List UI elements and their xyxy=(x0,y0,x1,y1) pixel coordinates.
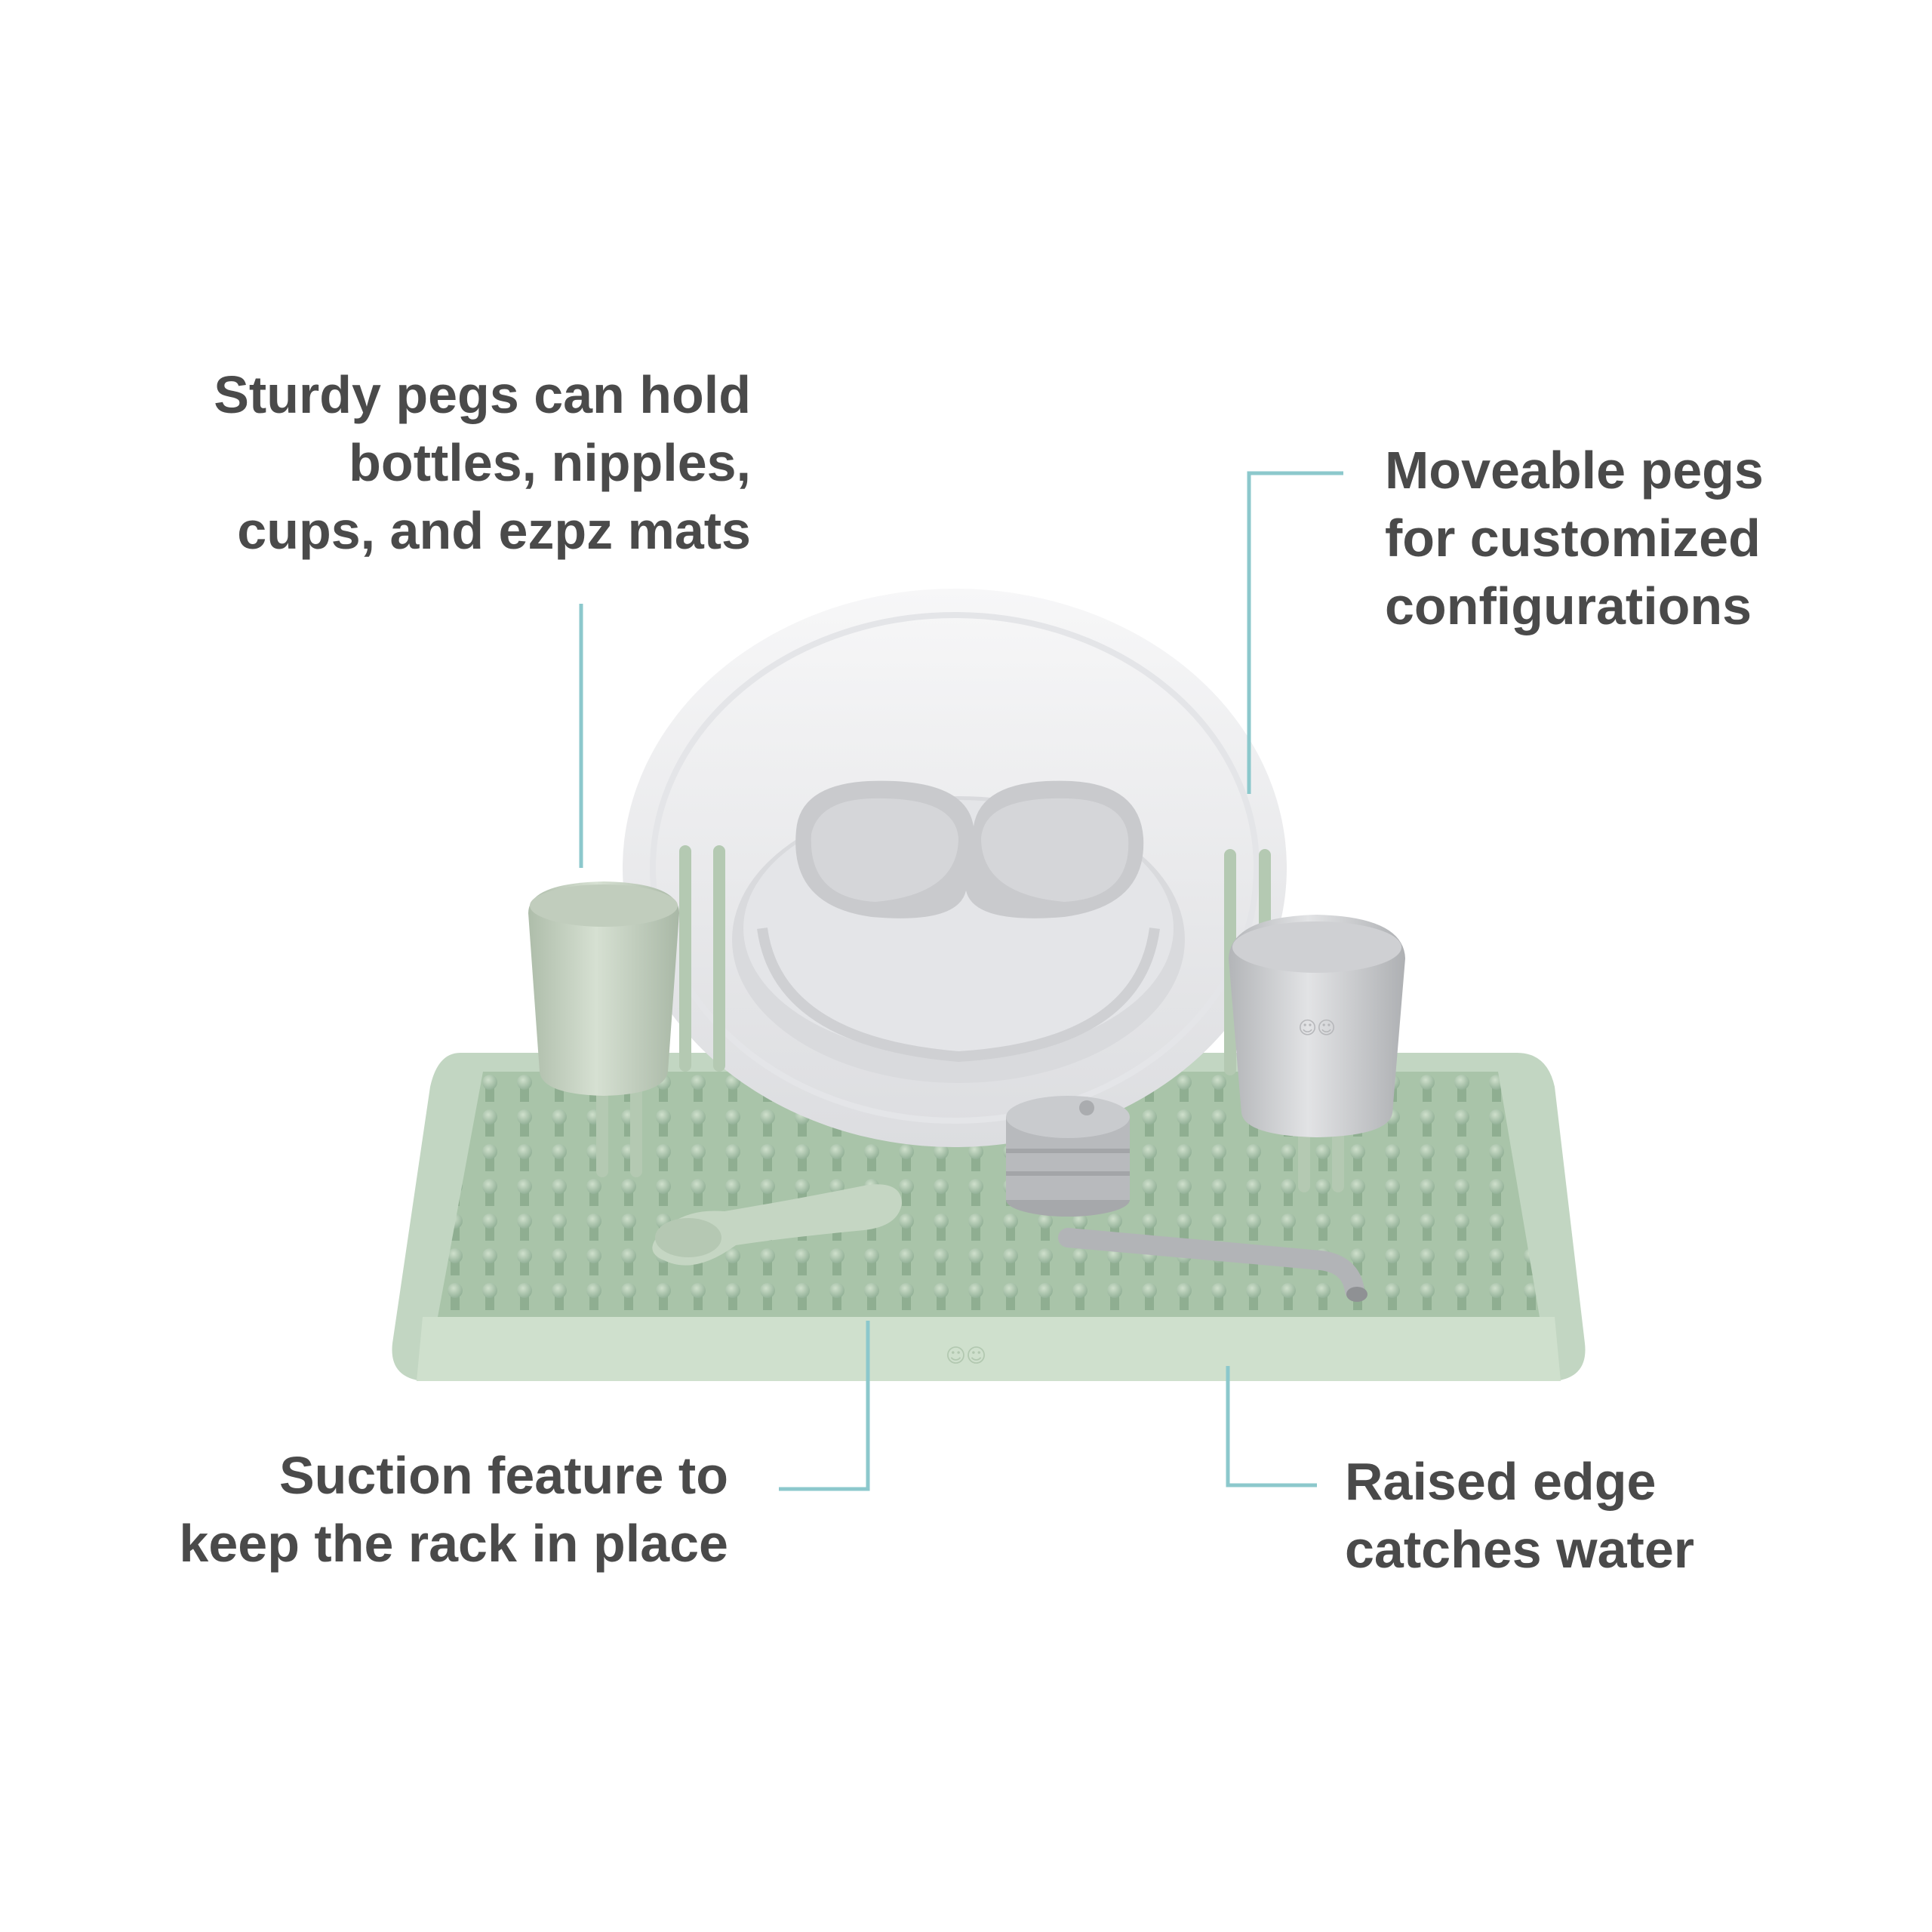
callout-line-raised-edge xyxy=(1226,1366,1317,1487)
callout-text-line: configurations xyxy=(1385,577,1752,635)
callout-moveable-pegs: Moveable pegs for customized configurati… xyxy=(1385,436,1764,640)
callout-text-line: Moveable pegs xyxy=(1385,441,1764,500)
brand-mark: ☺☺ xyxy=(946,1345,986,1367)
callout-text-line: Raised edge xyxy=(1345,1452,1657,1511)
callout-line-moveable-pegs xyxy=(1247,471,1343,794)
callout-text-line: Sturdy pegs can hold xyxy=(214,365,751,424)
svg-text:☺☺: ☺☺ xyxy=(1298,1017,1336,1038)
callout-suction: Suction feature to keep the rack in plac… xyxy=(179,1441,728,1577)
callout-text-line: keep the rack in place xyxy=(179,1514,728,1573)
callout-text-line: cups, and ezpz mats xyxy=(237,501,751,560)
callout-text-line: for customized xyxy=(1385,509,1761,568)
callout-raised-edge: Raised edge catches water xyxy=(1345,1447,1694,1583)
callout-text-line: bottles, nipples, xyxy=(349,433,751,492)
callout-text-line: catches water xyxy=(1345,1520,1695,1579)
callout-sturdy-pegs: Sturdy pegs can hold bottles, nipples, c… xyxy=(214,361,751,565)
callout-text-line: Suction feature to xyxy=(278,1446,728,1505)
callout-line-suction xyxy=(779,1321,870,1491)
